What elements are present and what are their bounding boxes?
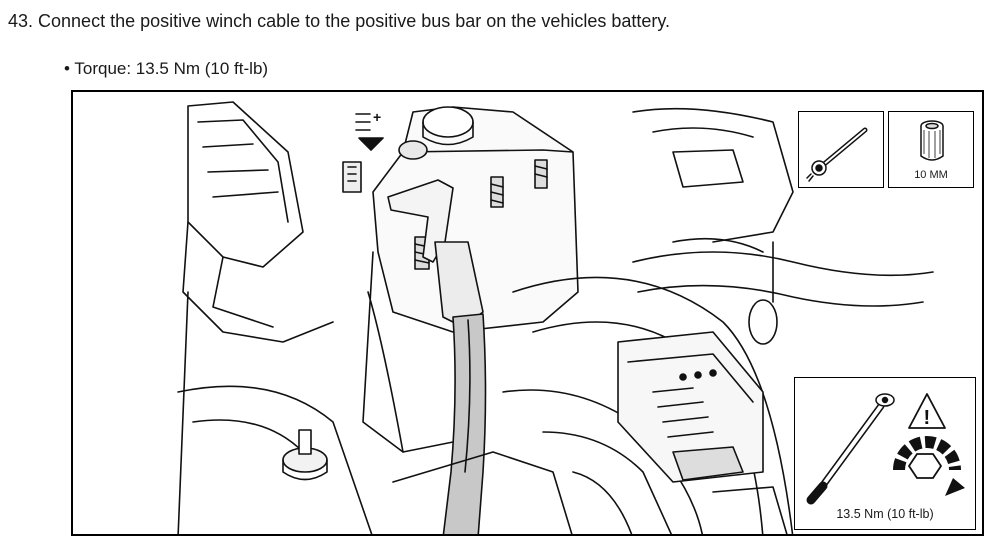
torque-spec: • Torque: 13.5 Nm (10 ft-lb) <box>64 59 269 78</box>
warning-icon: ! <box>908 393 946 429</box>
socket-size-label: 10 MM <box>914 169 948 181</box>
torque-wrench-icon: ! <box>806 393 965 505</box>
installation-figure: + 10 MM <box>71 90 984 536</box>
engine-bay-line-art: + <box>177 101 934 534</box>
svg-text:!: ! <box>924 407 931 429</box>
ratchet-wrench-inset <box>798 111 884 188</box>
battery-plus-symbol: + <box>373 109 381 125</box>
socket-inset: 10 MM <box>888 111 974 188</box>
socket-icon <box>920 120 944 161</box>
step-instruction: 43. Connect the positive winch cable to … <box>8 11 671 31</box>
ratchet-wrench-icon <box>806 127 868 182</box>
torque-inset: ! 13.5 Nm (10 ft-lb) <box>794 377 976 530</box>
torque-value-label: 13.5 Nm (10 ft-lb) <box>836 507 934 521</box>
tighten-direction-icon <box>893 436 965 496</box>
